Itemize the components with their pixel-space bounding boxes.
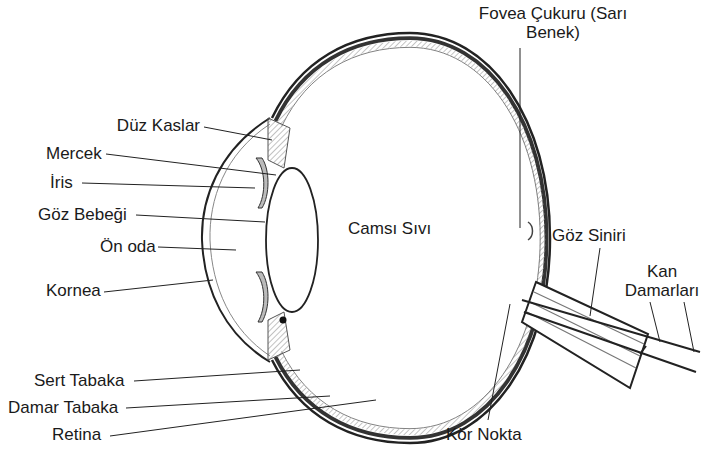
blind-spot-label: Kör Nokta — [446, 425, 522, 444]
cornea-label: Kornea — [46, 281, 101, 300]
sclera-label: Sert Tabaka — [34, 371, 124, 390]
vessel-label: Kan Damarları — [620, 262, 704, 300]
choroid-label: Damar Tabaka — [8, 398, 118, 417]
pupil-label: Göz Bebeği — [38, 205, 127, 224]
retina-label: Retina — [52, 425, 101, 444]
fovea-label: Fovea Çukuru (Sarı Benek) — [468, 4, 638, 42]
chamber-label: Ön oda — [100, 237, 156, 256]
vitreous-label: Camsı Sıvı — [348, 219, 431, 238]
iris-label: İris — [50, 173, 73, 192]
lens-label: Mercek — [46, 144, 102, 163]
muscle-label: Düz Kaslar — [117, 116, 200, 135]
nerve-label: Göz Siniri — [552, 226, 626, 245]
